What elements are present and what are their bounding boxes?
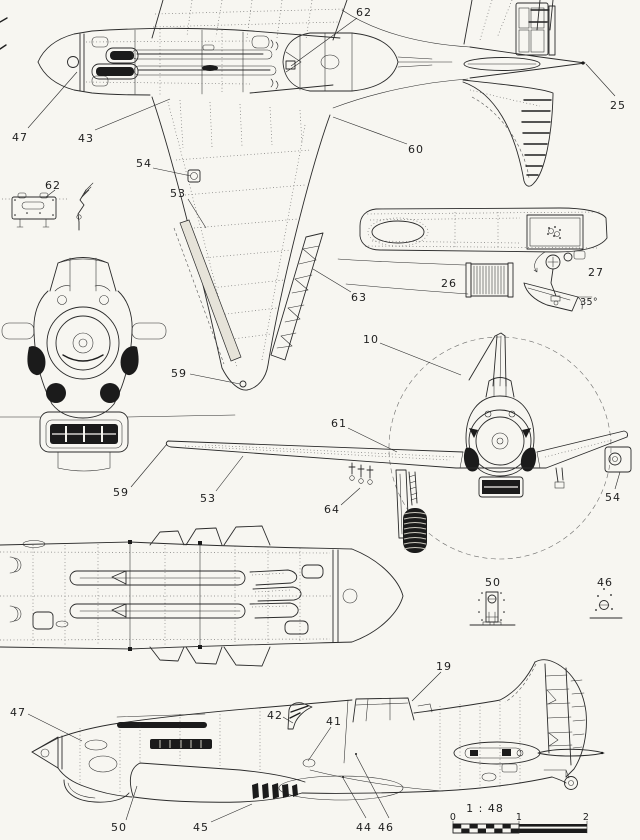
flap-slots (252, 783, 298, 799)
callout-45-side: 45 (193, 821, 209, 834)
scale-bar-checker (453, 824, 519, 833)
callout-46-detail: 46 (597, 576, 613, 589)
callout-53-top: 53 (170, 187, 186, 200)
callout-27-panel: 27 (588, 266, 604, 279)
far-wingtip-outline (278, 775, 404, 801)
callout-leaders (27, 17, 621, 823)
radiator-grille (470, 263, 509, 297)
callout-61-front: 61 (331, 417, 347, 430)
stabilizer-plan (462, 79, 554, 187)
aileron-structure (270, 232, 324, 361)
callout-62-detail: 62 (45, 179, 61, 192)
bottom-view-forward-fuselage (0, 525, 404, 667)
gun-troughs-bottom (69, 570, 246, 619)
callout-63-top: 63 (351, 291, 367, 304)
access-hatch (526, 214, 584, 250)
stabilizer-edge (537, 748, 605, 757)
callout-60-top: 60 (408, 143, 424, 156)
callout-26-panel: 26 (441, 277, 457, 290)
callout-53-front: 53 (200, 492, 216, 505)
callout-10-front: 10 (363, 333, 379, 346)
callout-59-front: 59 (113, 486, 129, 499)
scale-bar: 1 : 48 0 1 2 (450, 802, 589, 834)
fin-and-rudder (504, 659, 587, 778)
gun-barrel-side (117, 722, 207, 728)
callout-64-front: 64 (324, 503, 340, 516)
top-view (0, 0, 586, 391)
canopy-open (352, 697, 415, 723)
callout-47-top: 47 (12, 131, 28, 144)
radiator-exit-flap (523, 282, 579, 312)
scale-ratio-label: 1 : 48 (466, 802, 504, 815)
part-46-detail (589, 588, 623, 619)
underwing-fittings-64 (348, 462, 374, 485)
callout-46-side: 46 (378, 821, 394, 834)
chin-oil-cooler (478, 476, 524, 498)
callout-59-top: 59 (171, 367, 187, 380)
callout-54-front: 54 (605, 491, 621, 504)
side-view (31, 659, 605, 803)
blast-tubes (249, 569, 302, 619)
fin-cap-structure (515, 2, 556, 56)
wing-panel-detail (337, 207, 608, 312)
landing-gear-wheel (403, 508, 427, 553)
callout-43-top: 43 (78, 132, 94, 145)
callout-labels: 47 43 62 25 60 54 53 63 59 62 26 27 35° … (10, 6, 626, 834)
scale-tick-1: 1 (516, 812, 522, 823)
part-50-detail (469, 591, 516, 626)
wingtip-fitting-54 (604, 446, 632, 473)
front-view-full (165, 332, 632, 560)
cowl-opening (55, 315, 111, 371)
callout-41-side: 41 (326, 715, 342, 728)
part-62-detail (2, 182, 94, 231)
front-view-closeup (0, 257, 236, 472)
actuator-part-27 (533, 250, 586, 306)
radiator-duct-detail (337, 250, 593, 312)
callout-25-top: 25 (610, 99, 626, 112)
wing-fitting-54 (187, 169, 201, 183)
tailwheel (543, 769, 578, 790)
canopy-plan (282, 32, 453, 92)
callout-62-top: 62 (356, 6, 372, 19)
callout-19-side: 19 (436, 660, 452, 673)
propeller-disc (388, 336, 612, 560)
spinner-top (67, 56, 79, 68)
callout-42-side: 42 (267, 709, 283, 722)
cowl-machine-guns (91, 44, 277, 80)
scale-tick-0: 0 (450, 812, 456, 823)
callout-44-side: 44 (356, 821, 372, 834)
callout-54-top: 54 (136, 157, 152, 170)
part-62-lever (76, 182, 94, 231)
wing-plan (151, 96, 331, 391)
wingtip-light (239, 380, 247, 388)
callout-50-detail: 50 (485, 576, 501, 589)
callout-50-side: 50 (111, 821, 127, 834)
leading-edge-slat (179, 219, 242, 362)
oil-cooler-intake (39, 411, 129, 453)
rear-hatch-detail (453, 741, 541, 782)
landing-gear (395, 467, 565, 553)
wing-root-intake-42 (287, 702, 313, 730)
callout-47-side: 47 (10, 706, 26, 719)
scale-tick-2: 2 (583, 812, 589, 823)
callout-flap-angle: 35° (580, 297, 598, 308)
